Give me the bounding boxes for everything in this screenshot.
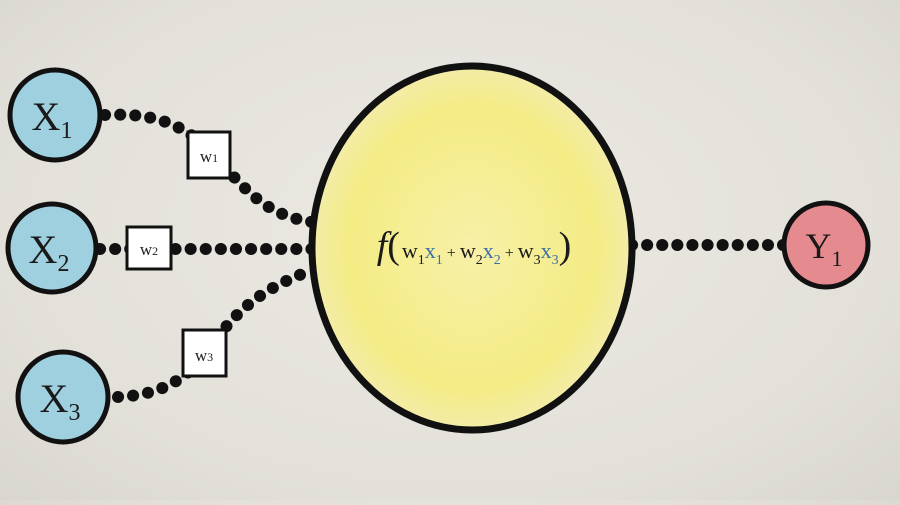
activation-formula: f(w1x1+w2x2+w3x3) xyxy=(377,225,572,268)
weight-box-w3: w3 xyxy=(181,328,228,378)
input-label: X xyxy=(29,227,58,272)
neuron: f(w1x1+w2x2+w3x3) xyxy=(308,62,636,434)
input-subscript: 3 xyxy=(68,400,80,426)
output-subscript: 1 xyxy=(832,246,843,271)
weight-term-subscript: 3 xyxy=(534,253,541,268)
input-label: X xyxy=(40,376,69,421)
close-paren: ) xyxy=(559,225,572,267)
output-label: Y xyxy=(806,226,832,266)
svg-text:Y1: Y1 xyxy=(806,226,843,271)
input-node-x2: X2 xyxy=(5,201,99,295)
svg-text:w3: w3 xyxy=(195,346,213,365)
input-term-subscript: 3 xyxy=(552,253,559,268)
open-paren: ( xyxy=(387,225,400,267)
connection-x1-neuron xyxy=(99,108,318,228)
svg-text:X3: X3 xyxy=(40,376,81,426)
weight-subscript: 3 xyxy=(207,350,213,364)
input-node-x3: X3 xyxy=(15,349,111,445)
input-node-x1: X1 xyxy=(7,67,103,163)
weight-term-subscript: 2 xyxy=(476,253,483,268)
input-term: x xyxy=(541,238,552,263)
plus-sign: + xyxy=(447,245,456,262)
input-term-subscript: 2 xyxy=(494,253,501,268)
output-node-y1: Y1 xyxy=(781,200,871,290)
weight-label: w xyxy=(200,147,213,166)
weight-label: w xyxy=(140,240,153,259)
svg-text:w2: w2 xyxy=(140,240,158,259)
input-label: X xyxy=(32,94,61,139)
weight-label: w xyxy=(195,346,208,365)
input-term: x xyxy=(483,238,494,263)
svg-text:w1: w1 xyxy=(200,147,218,166)
weight-box-w2: w2 xyxy=(125,225,173,271)
input-term: x xyxy=(425,238,436,263)
weight-subscript: 1 xyxy=(212,151,218,165)
svg-text:X2: X2 xyxy=(29,227,70,277)
input-subscript: 1 xyxy=(60,118,72,144)
weight-box-w1: w1 xyxy=(186,130,232,180)
weight-term: w xyxy=(518,238,534,263)
weight-term: w xyxy=(460,238,476,263)
weight-term-subscript: 1 xyxy=(418,253,425,268)
svg-text:X1: X1 xyxy=(32,94,73,144)
input-term-subscript: 1 xyxy=(436,253,443,268)
input-subscript: 2 xyxy=(57,251,69,277)
weight-term: w xyxy=(402,238,418,263)
weight-subscript: 2 xyxy=(152,244,158,258)
plus-sign: + xyxy=(505,245,514,262)
